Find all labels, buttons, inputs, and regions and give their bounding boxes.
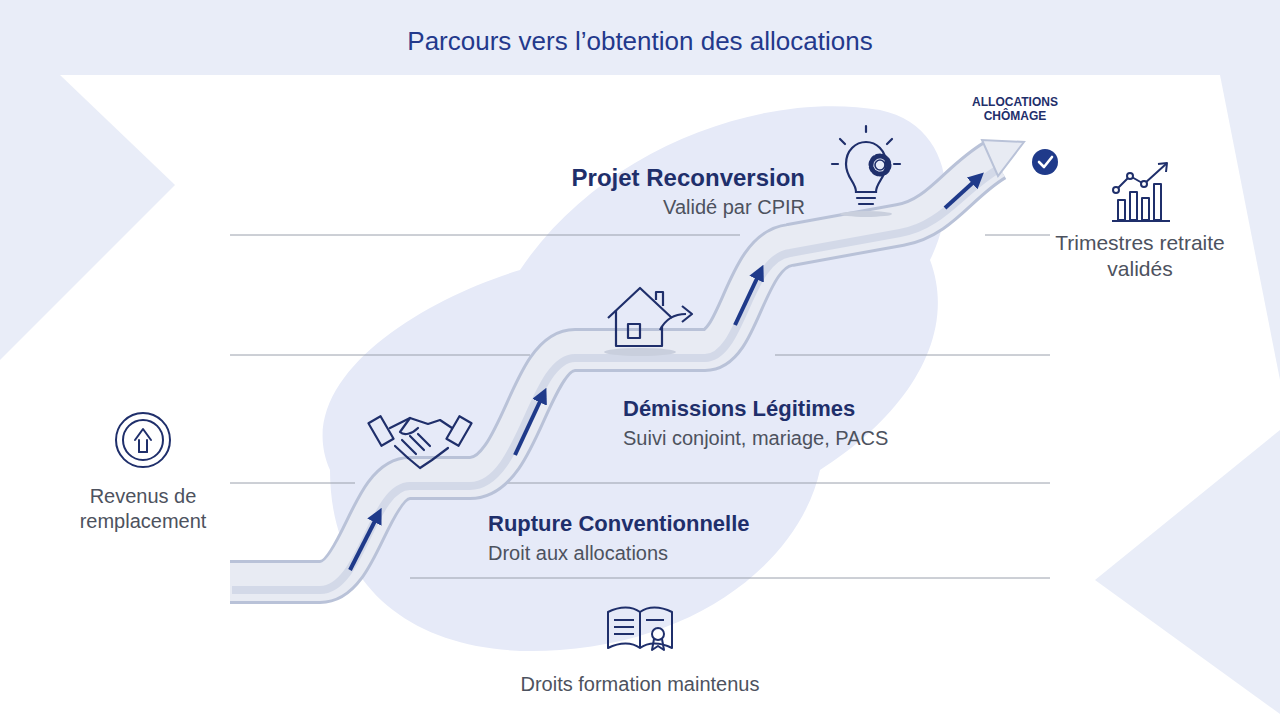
step-heading: Projet Reconversion (455, 163, 805, 193)
step-note: Validé par CPIR (455, 195, 805, 220)
stair-arrowhead (982, 140, 1024, 176)
benefit-label: Trimestres retraite validés (1050, 230, 1230, 283)
book-icon (608, 608, 672, 651)
right-chevron (1095, 430, 1280, 714)
background-blob (323, 106, 946, 651)
benefit-label: Droits formation maintenus (440, 672, 840, 697)
step-heading: Démissions Légitimes (623, 395, 943, 423)
left-chevron (0, 75, 175, 360)
step-heading: Rupture Conventionnelle (488, 510, 818, 538)
right-band (1220, 75, 1280, 380)
stair-ribbon (230, 160, 1000, 590)
rise-arrows (350, 178, 978, 570)
benefit-label: Revenus de remplacement (53, 484, 233, 534)
title: Parcours vers l’obtention des allocation… (240, 26, 1040, 57)
step-note: Droit aux allocations (488, 541, 818, 566)
goal-label: ALLOCATIONS CHÔMAGE (955, 96, 1075, 124)
idea-icon (832, 126, 900, 217)
title-band (0, 0, 1280, 75)
step-note: Suivi conjoint, mariage, PACS (623, 426, 983, 451)
chart-icon (1112, 163, 1170, 221)
house-icon (604, 288, 692, 356)
income-icon (116, 413, 170, 467)
check-icon (1032, 149, 1058, 175)
handshake-icon (368, 416, 471, 468)
